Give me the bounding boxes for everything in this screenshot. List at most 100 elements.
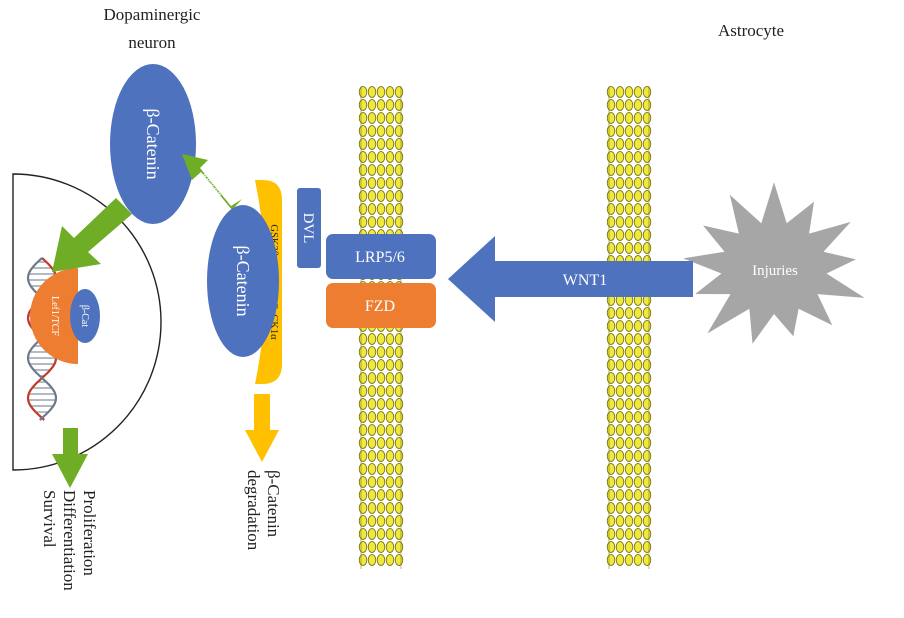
lipid-head: [358, 502, 368, 514]
beta-catenin-free-label: β-Catenin: [143, 108, 163, 179]
lipid-head: [633, 307, 643, 319]
lipid-head: [633, 86, 643, 98]
lipid-head: [358, 151, 368, 163]
lipid-head: [633, 333, 643, 345]
lipid-head: [615, 411, 625, 423]
lipid-head: [394, 437, 404, 449]
lipid-head: [633, 372, 643, 384]
lipid-head: [367, 463, 377, 475]
lipid-head: [367, 385, 377, 397]
lipid-head: [642, 203, 652, 215]
lipid-head: [606, 164, 616, 176]
lipid-head: [624, 229, 634, 241]
lipid-head: [633, 554, 643, 566]
degradation-label-line1: β-Catenin: [264, 470, 283, 538]
lipid-head: [606, 203, 616, 215]
lipid-head: [358, 86, 368, 98]
lipid-head: [624, 164, 634, 176]
lipid-head: [624, 528, 634, 540]
lipid-head: [376, 489, 386, 501]
lipid-head: [394, 502, 404, 514]
lipid-head: [633, 151, 643, 163]
lipid-head: [394, 489, 404, 501]
lipid-head: [633, 398, 643, 410]
lipid-head: [642, 190, 652, 202]
lipid-head: [606, 411, 616, 423]
lipid-head: [385, 333, 395, 345]
lipid-head: [606, 437, 616, 449]
lipid-head: [385, 203, 395, 215]
lipid-head: [615, 177, 625, 189]
lipid-head: [358, 450, 368, 462]
lipid-head: [624, 320, 634, 332]
lipid-head: [606, 125, 616, 137]
lipid-head: [633, 463, 643, 475]
lipid-head: [615, 437, 625, 449]
lipid-head: [642, 112, 652, 124]
lipid-head: [606, 216, 616, 228]
lipid-head: [367, 112, 377, 124]
lipid-head: [394, 216, 404, 228]
lipid-head: [376, 541, 386, 553]
lipid-head: [615, 112, 625, 124]
outcome-survival: Survival: [40, 490, 59, 548]
lipid-head: [394, 385, 404, 397]
lipid-head: [376, 411, 386, 423]
lef-tcf-factor: [30, 268, 78, 364]
lipid-head: [358, 125, 368, 137]
lipid-head: [624, 541, 634, 553]
fzd-receptor: [326, 283, 436, 328]
lipid-head: [358, 177, 368, 189]
lipid-head: [606, 359, 616, 371]
lipid-head: [615, 463, 625, 475]
lipid-head: [376, 385, 386, 397]
lipid-head: [642, 151, 652, 163]
lipid-head: [376, 125, 386, 137]
lipid-head: [633, 489, 643, 501]
lipid-head: [633, 515, 643, 527]
lipid-head: [385, 346, 395, 358]
lef-tcf-label: Lef1/TCF: [49, 296, 60, 336]
lipid-head: [615, 359, 625, 371]
lipid-head: [633, 502, 643, 514]
lipid-head: [367, 489, 377, 501]
lipid-head: [624, 463, 634, 475]
lipid-head: [367, 177, 377, 189]
lipid-head: [642, 450, 652, 462]
lipid-head: [367, 190, 377, 202]
lipid-head: [642, 229, 652, 241]
lipid-head: [358, 385, 368, 397]
lipid-head: [394, 138, 404, 150]
lipid-head: [385, 554, 395, 566]
lipid-head: [615, 554, 625, 566]
lipid-head: [394, 528, 404, 540]
lipid-head: [642, 398, 652, 410]
lipid-head: [615, 372, 625, 384]
lipid-head: [606, 541, 616, 553]
lipid-head: [358, 489, 368, 501]
lipid-head: [376, 216, 386, 228]
dvl-label: DVL: [300, 213, 316, 244]
lipid-head: [376, 476, 386, 488]
lipid-head: [358, 463, 368, 475]
lipid-head: [376, 515, 386, 527]
lipid-head: [642, 463, 652, 475]
beta-cat-nucleus: [70, 289, 100, 343]
lipid-head: [367, 151, 377, 163]
lipid-head: [633, 99, 643, 111]
lipid-head: [385, 437, 395, 449]
lipid-head: [606, 515, 616, 527]
lipid-head: [385, 502, 395, 514]
lipid-head: [633, 346, 643, 358]
lipid-head: [367, 138, 377, 150]
lipid-head: [606, 320, 616, 332]
lrp-label: LRP5/6: [355, 249, 405, 266]
release-label: Release: [200, 170, 225, 198]
dvl-node: [297, 188, 321, 268]
lipid-head: [367, 528, 377, 540]
outcome-arrow: [52, 428, 88, 488]
lipid-head: [642, 528, 652, 540]
lipid-head: [633, 112, 643, 124]
lipid-head: [367, 424, 377, 436]
lipid-head: [624, 398, 634, 410]
